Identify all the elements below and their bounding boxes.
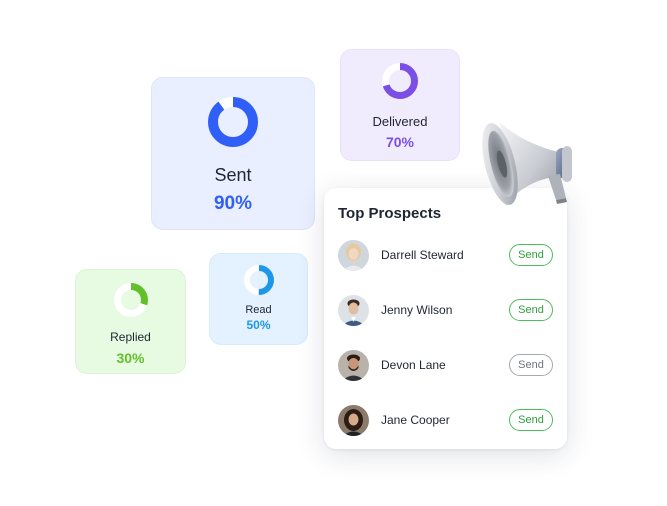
send-button[interactable]: Send bbox=[509, 244, 553, 266]
replied-donut-chart bbox=[113, 283, 148, 317]
send-button[interactable]: Send bbox=[509, 299, 553, 321]
avatar bbox=[338, 349, 369, 381]
donut-fill bbox=[113, 283, 148, 317]
prospect-name: Darrell Steward bbox=[381, 248, 464, 262]
top-prospects-title: Top Prospects bbox=[338, 205, 442, 222]
replied-percent: 30% bbox=[116, 350, 145, 366]
delivered-donut-chart bbox=[382, 63, 418, 99]
read-label: Read bbox=[245, 304, 272, 316]
megaphone-icon bbox=[482, 122, 572, 206]
sent-label: Sent bbox=[214, 165, 252, 185]
read-stat-card: Read 50% bbox=[209, 253, 308, 345]
sent-donut-chart bbox=[208, 97, 258, 147]
prospect-name: Jane Cooper bbox=[381, 413, 450, 427]
prospect-row: Jane Cooper Send bbox=[338, 404, 553, 436]
replied-label: Replied bbox=[110, 330, 151, 344]
top-prospects-card: Top Prospects Darrell Steward Send Jenn bbox=[324, 188, 567, 449]
delivered-percent: 70% bbox=[385, 134, 415, 150]
prospect-row: Darrell Steward Send bbox=[338, 239, 553, 271]
avatar bbox=[338, 294, 369, 326]
delivered-label: Delivered bbox=[372, 114, 428, 129]
avatar bbox=[338, 404, 369, 436]
prospect-row: Devon Lane Send bbox=[338, 349, 553, 381]
prospect-row: Jenny Wilson Send bbox=[338, 294, 553, 326]
avatar bbox=[338, 239, 369, 271]
read-percent: 50% bbox=[246, 318, 271, 332]
donut-fill bbox=[208, 97, 258, 147]
sent-stat-card: Sent 90% bbox=[151, 77, 315, 230]
send-button[interactable]: Send bbox=[509, 409, 553, 431]
donut-fill bbox=[382, 63, 418, 99]
replied-stat-card: Replied 30% bbox=[75, 269, 186, 374]
delivered-stat-card: Delivered 70% bbox=[340, 49, 460, 161]
sent-percent: 90% bbox=[213, 193, 253, 214]
prospect-name: Devon Lane bbox=[381, 358, 446, 372]
read-donut-chart bbox=[243, 265, 274, 295]
donut-fill bbox=[243, 265, 274, 295]
prospect-name: Jenny Wilson bbox=[381, 303, 453, 317]
send-button[interactable]: Send bbox=[509, 354, 553, 376]
